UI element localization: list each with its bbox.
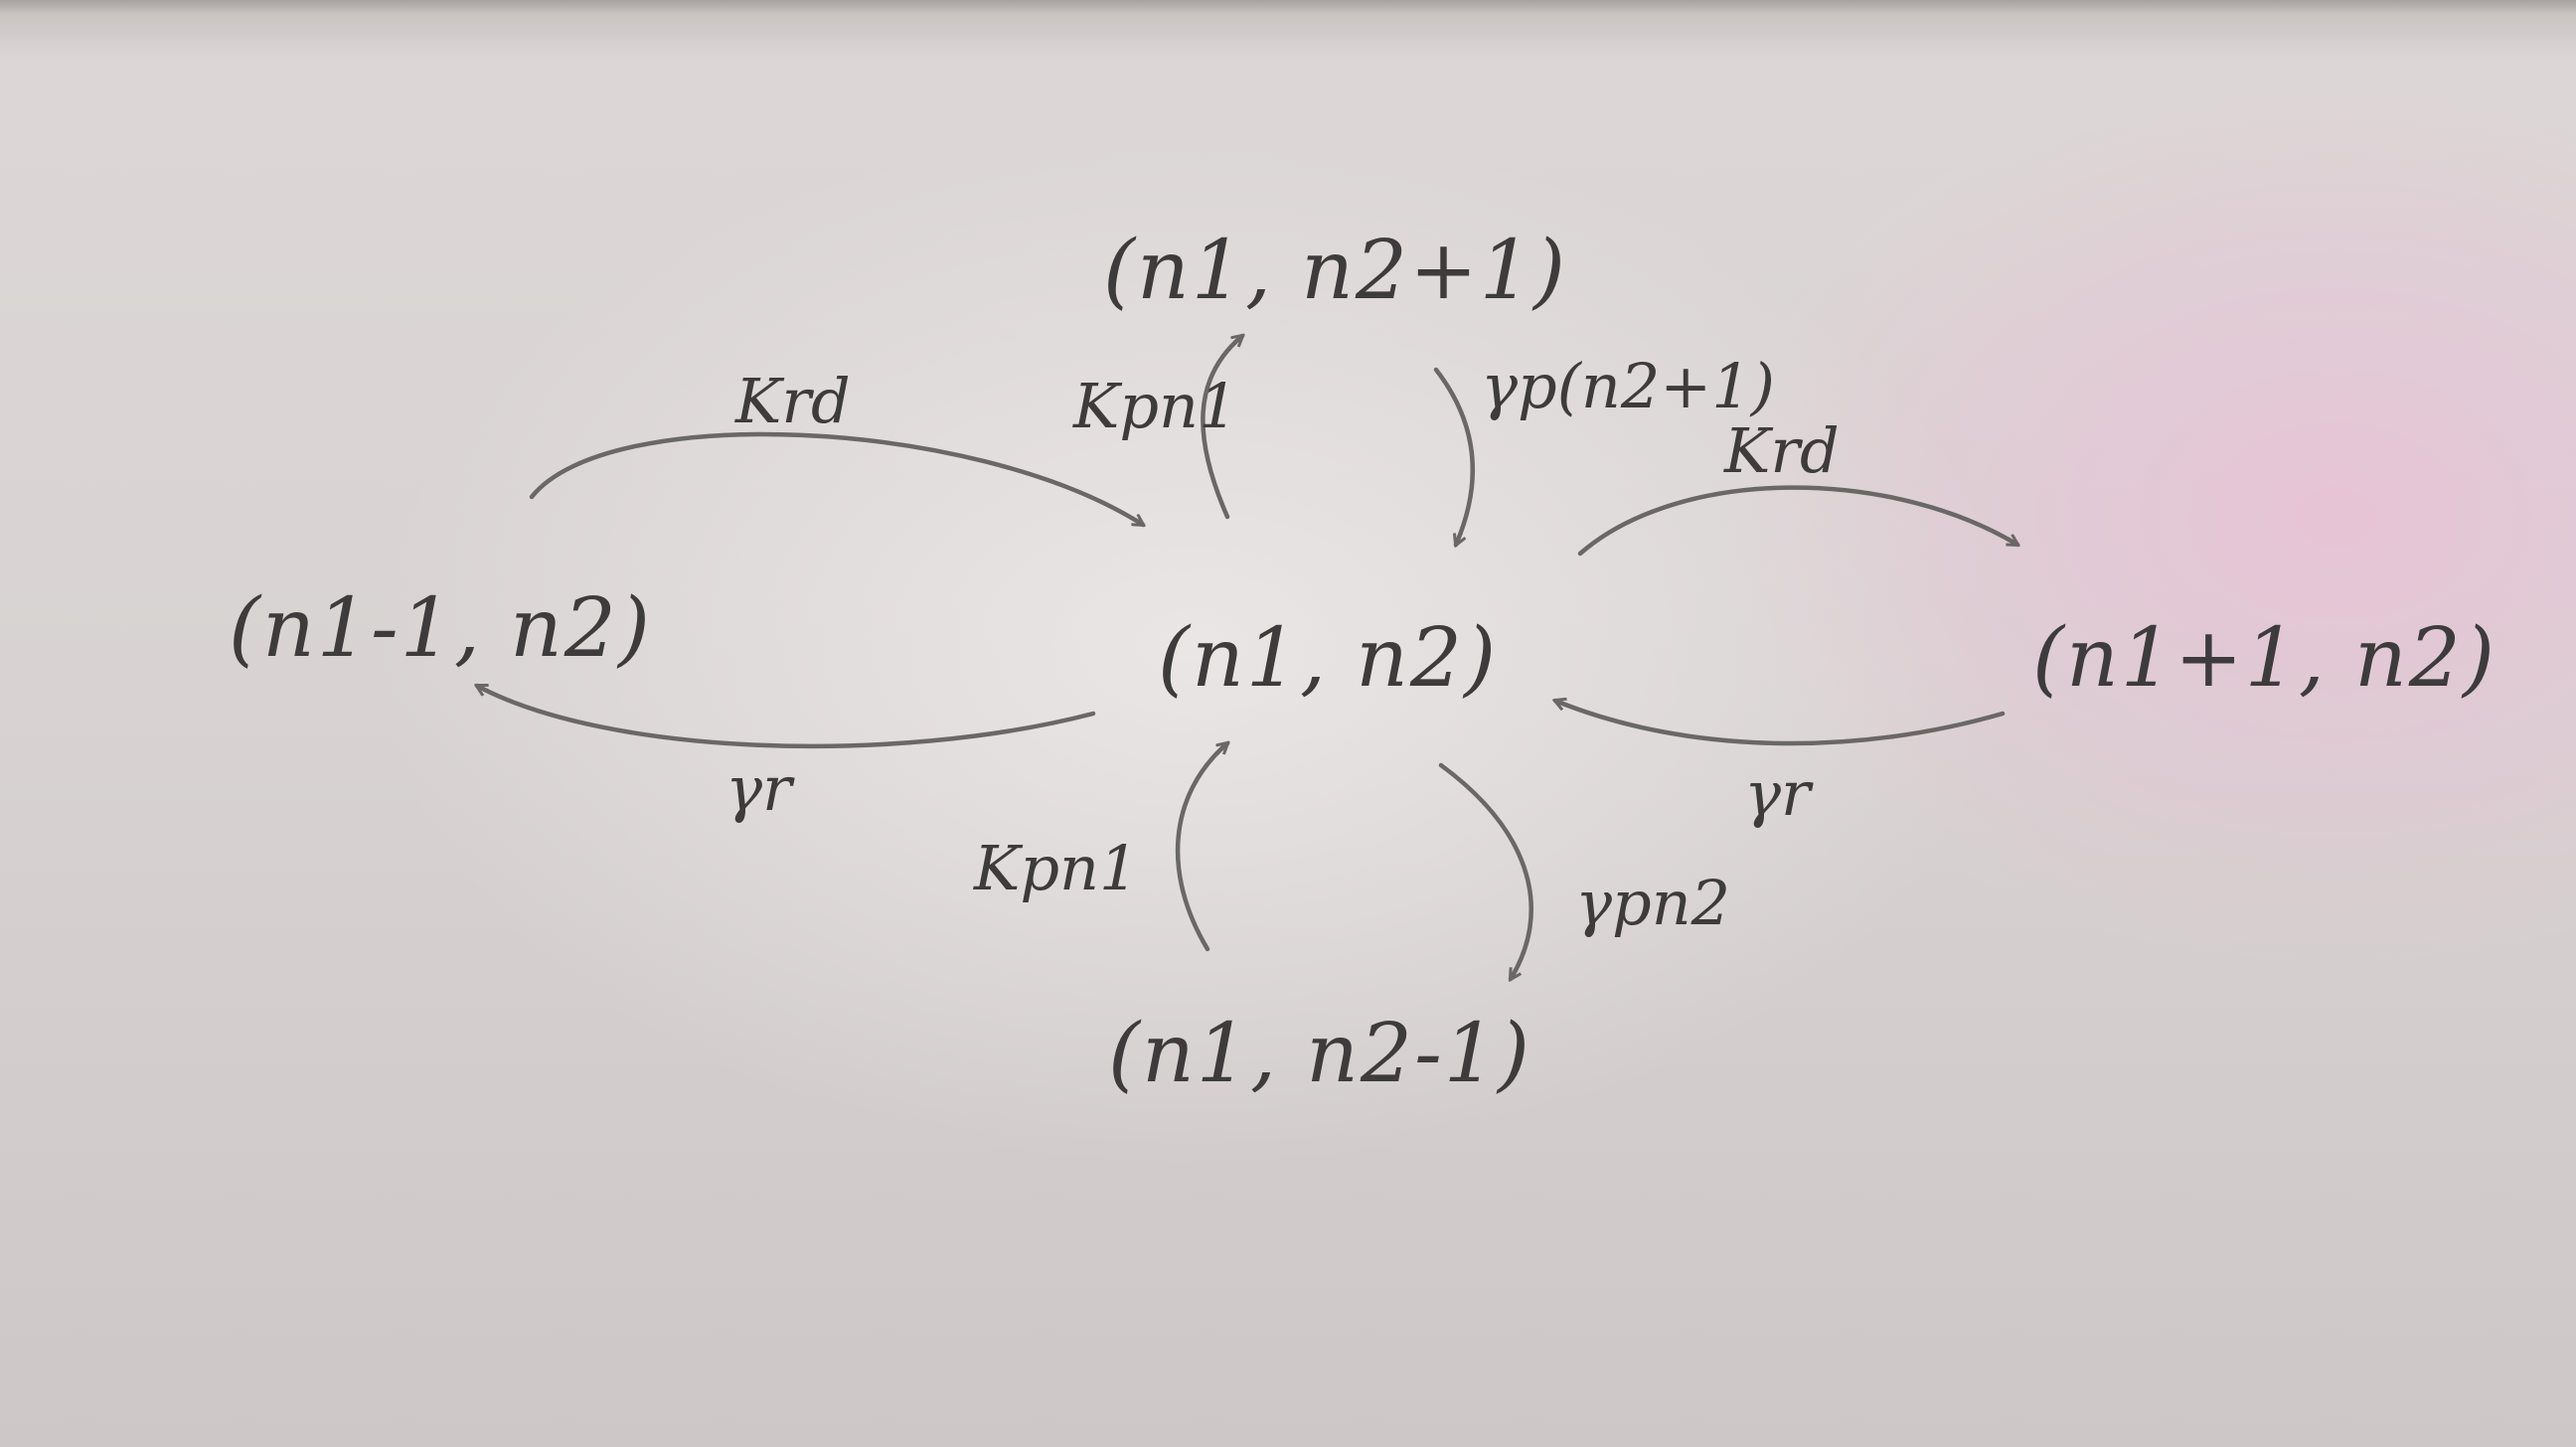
node-right: (n1+1, n2) — [2032, 611, 2496, 706]
arrow-center-to-top — [1201, 336, 1242, 520]
arrow-right-to-center — [1555, 701, 2006, 746]
rate-center-to-bottom: γpn2 — [1575, 867, 1730, 939]
rate-left-to-center: Krd — [734, 365, 851, 437]
arrow-bottom-to-center — [1175, 743, 1227, 952]
rate-center-to-right: Krd — [1723, 414, 1840, 487]
arrow-center-to-left — [477, 683, 1096, 749]
rate-bottom-to-center: Kpn1 — [973, 832, 1138, 904]
arrow-center-to-right — [1577, 485, 2017, 557]
node-bottom: (n1, n2-1) — [1108, 1007, 1531, 1101]
arrow-center-to-bottom — [1438, 762, 1533, 979]
rate-right-to-center: γr — [1744, 757, 1814, 830]
arrow-top-to-center — [1433, 367, 1475, 545]
node-left: (n1-1, n2) — [229, 581, 652, 676]
rate-center-to-left: γr — [725, 752, 795, 825]
arrow-left-to-center — [529, 431, 1143, 528]
rate-center-to-top: Kpn1 — [1072, 370, 1237, 442]
node-top: (n1, n2+1) — [1103, 224, 1567, 318]
node-center: (n1, n2) — [1158, 611, 1498, 706]
rate-top-to-center: γp(n2+1) — [1481, 350, 1775, 422]
